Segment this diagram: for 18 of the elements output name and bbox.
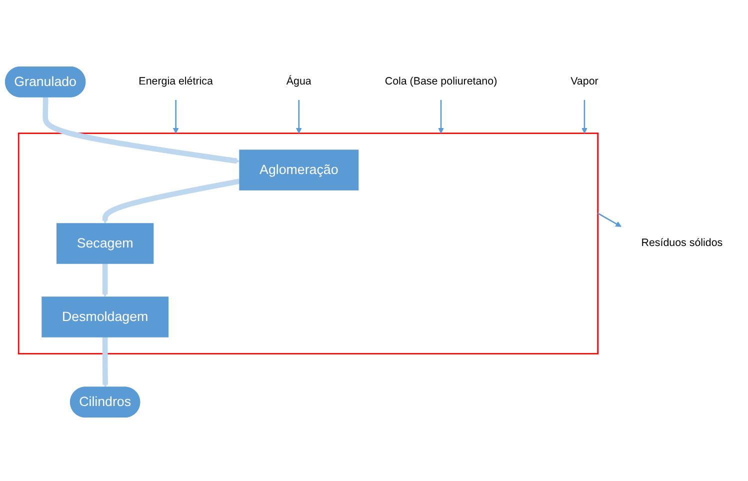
arrow xyxy=(102,337,108,388)
node-text: Energia elétrica xyxy=(138,76,213,88)
node-box: Secagem xyxy=(56,223,154,264)
node-text: Vapor xyxy=(570,76,598,88)
arrow xyxy=(102,178,240,224)
node-box: Desmoldagem xyxy=(42,296,168,338)
node-text: Água xyxy=(286,76,312,88)
node-box: Aglomeração xyxy=(239,150,359,190)
arrow xyxy=(597,212,622,227)
arrow xyxy=(102,264,108,298)
cluster xyxy=(18,132,598,354)
arrow xyxy=(582,100,588,134)
arrow xyxy=(296,100,302,134)
arrow xyxy=(42,97,240,164)
arrow xyxy=(438,100,444,134)
arrow xyxy=(172,100,179,134)
node-text: Resíduos sólidos xyxy=(641,237,723,249)
node-text: Cola (Base poliuretano) xyxy=(384,76,498,88)
